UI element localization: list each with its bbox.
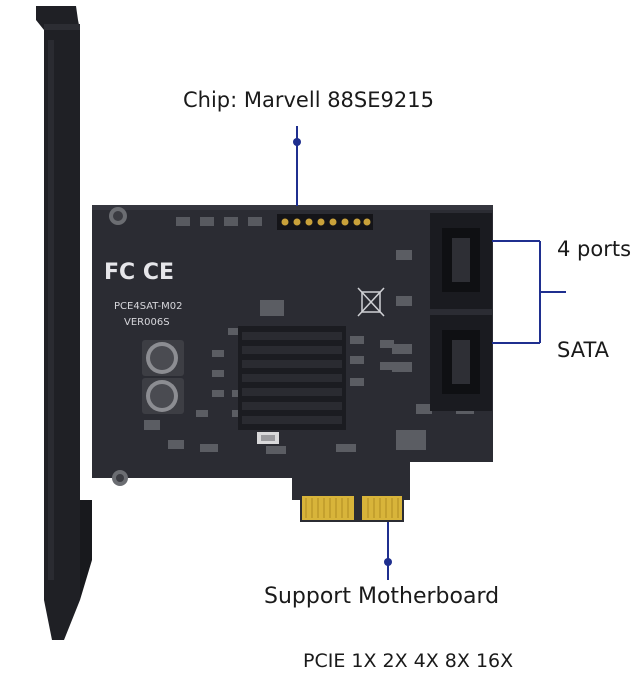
bracket-screw-bottom bbox=[112, 470, 128, 486]
electrolytic-capacitor-top bbox=[142, 340, 184, 376]
version-marking: VER006S bbox=[124, 317, 170, 328]
chip-callout-line bbox=[293, 126, 301, 206]
support-callout-line bbox=[384, 522, 392, 580]
pcie-compatibility-label: PCIE 1X 2X 4X 8X 16X bbox=[303, 650, 514, 672]
ports-callout-label: 4 ports bbox=[557, 237, 632, 261]
ports-callout-bracket bbox=[492, 240, 566, 344]
sata-callout-label: SATA bbox=[557, 338, 610, 362]
crystal-oscillator bbox=[257, 432, 279, 444]
model-marking: PCE4SAT-M02 bbox=[114, 301, 183, 312]
pcie-gold-contacts bbox=[302, 496, 402, 520]
led-pin-header bbox=[277, 214, 373, 230]
chip-heatsink bbox=[238, 326, 346, 430]
electrolytic-capacitor-bottom bbox=[142, 378, 184, 414]
support-callout-label: Support Motherboard bbox=[264, 584, 500, 609]
certification-marking: FC CE bbox=[104, 260, 175, 285]
activity-leds bbox=[176, 217, 262, 226]
bracket-screw-top bbox=[109, 207, 127, 225]
chip-callout-label: Chip: Marvell 88SE9215 bbox=[183, 88, 434, 112]
weee-symbol-icon bbox=[357, 287, 385, 317]
sata-port-upper bbox=[430, 213, 492, 309]
mounting-bracket bbox=[36, 6, 92, 640]
sata-port-lower bbox=[430, 315, 492, 411]
